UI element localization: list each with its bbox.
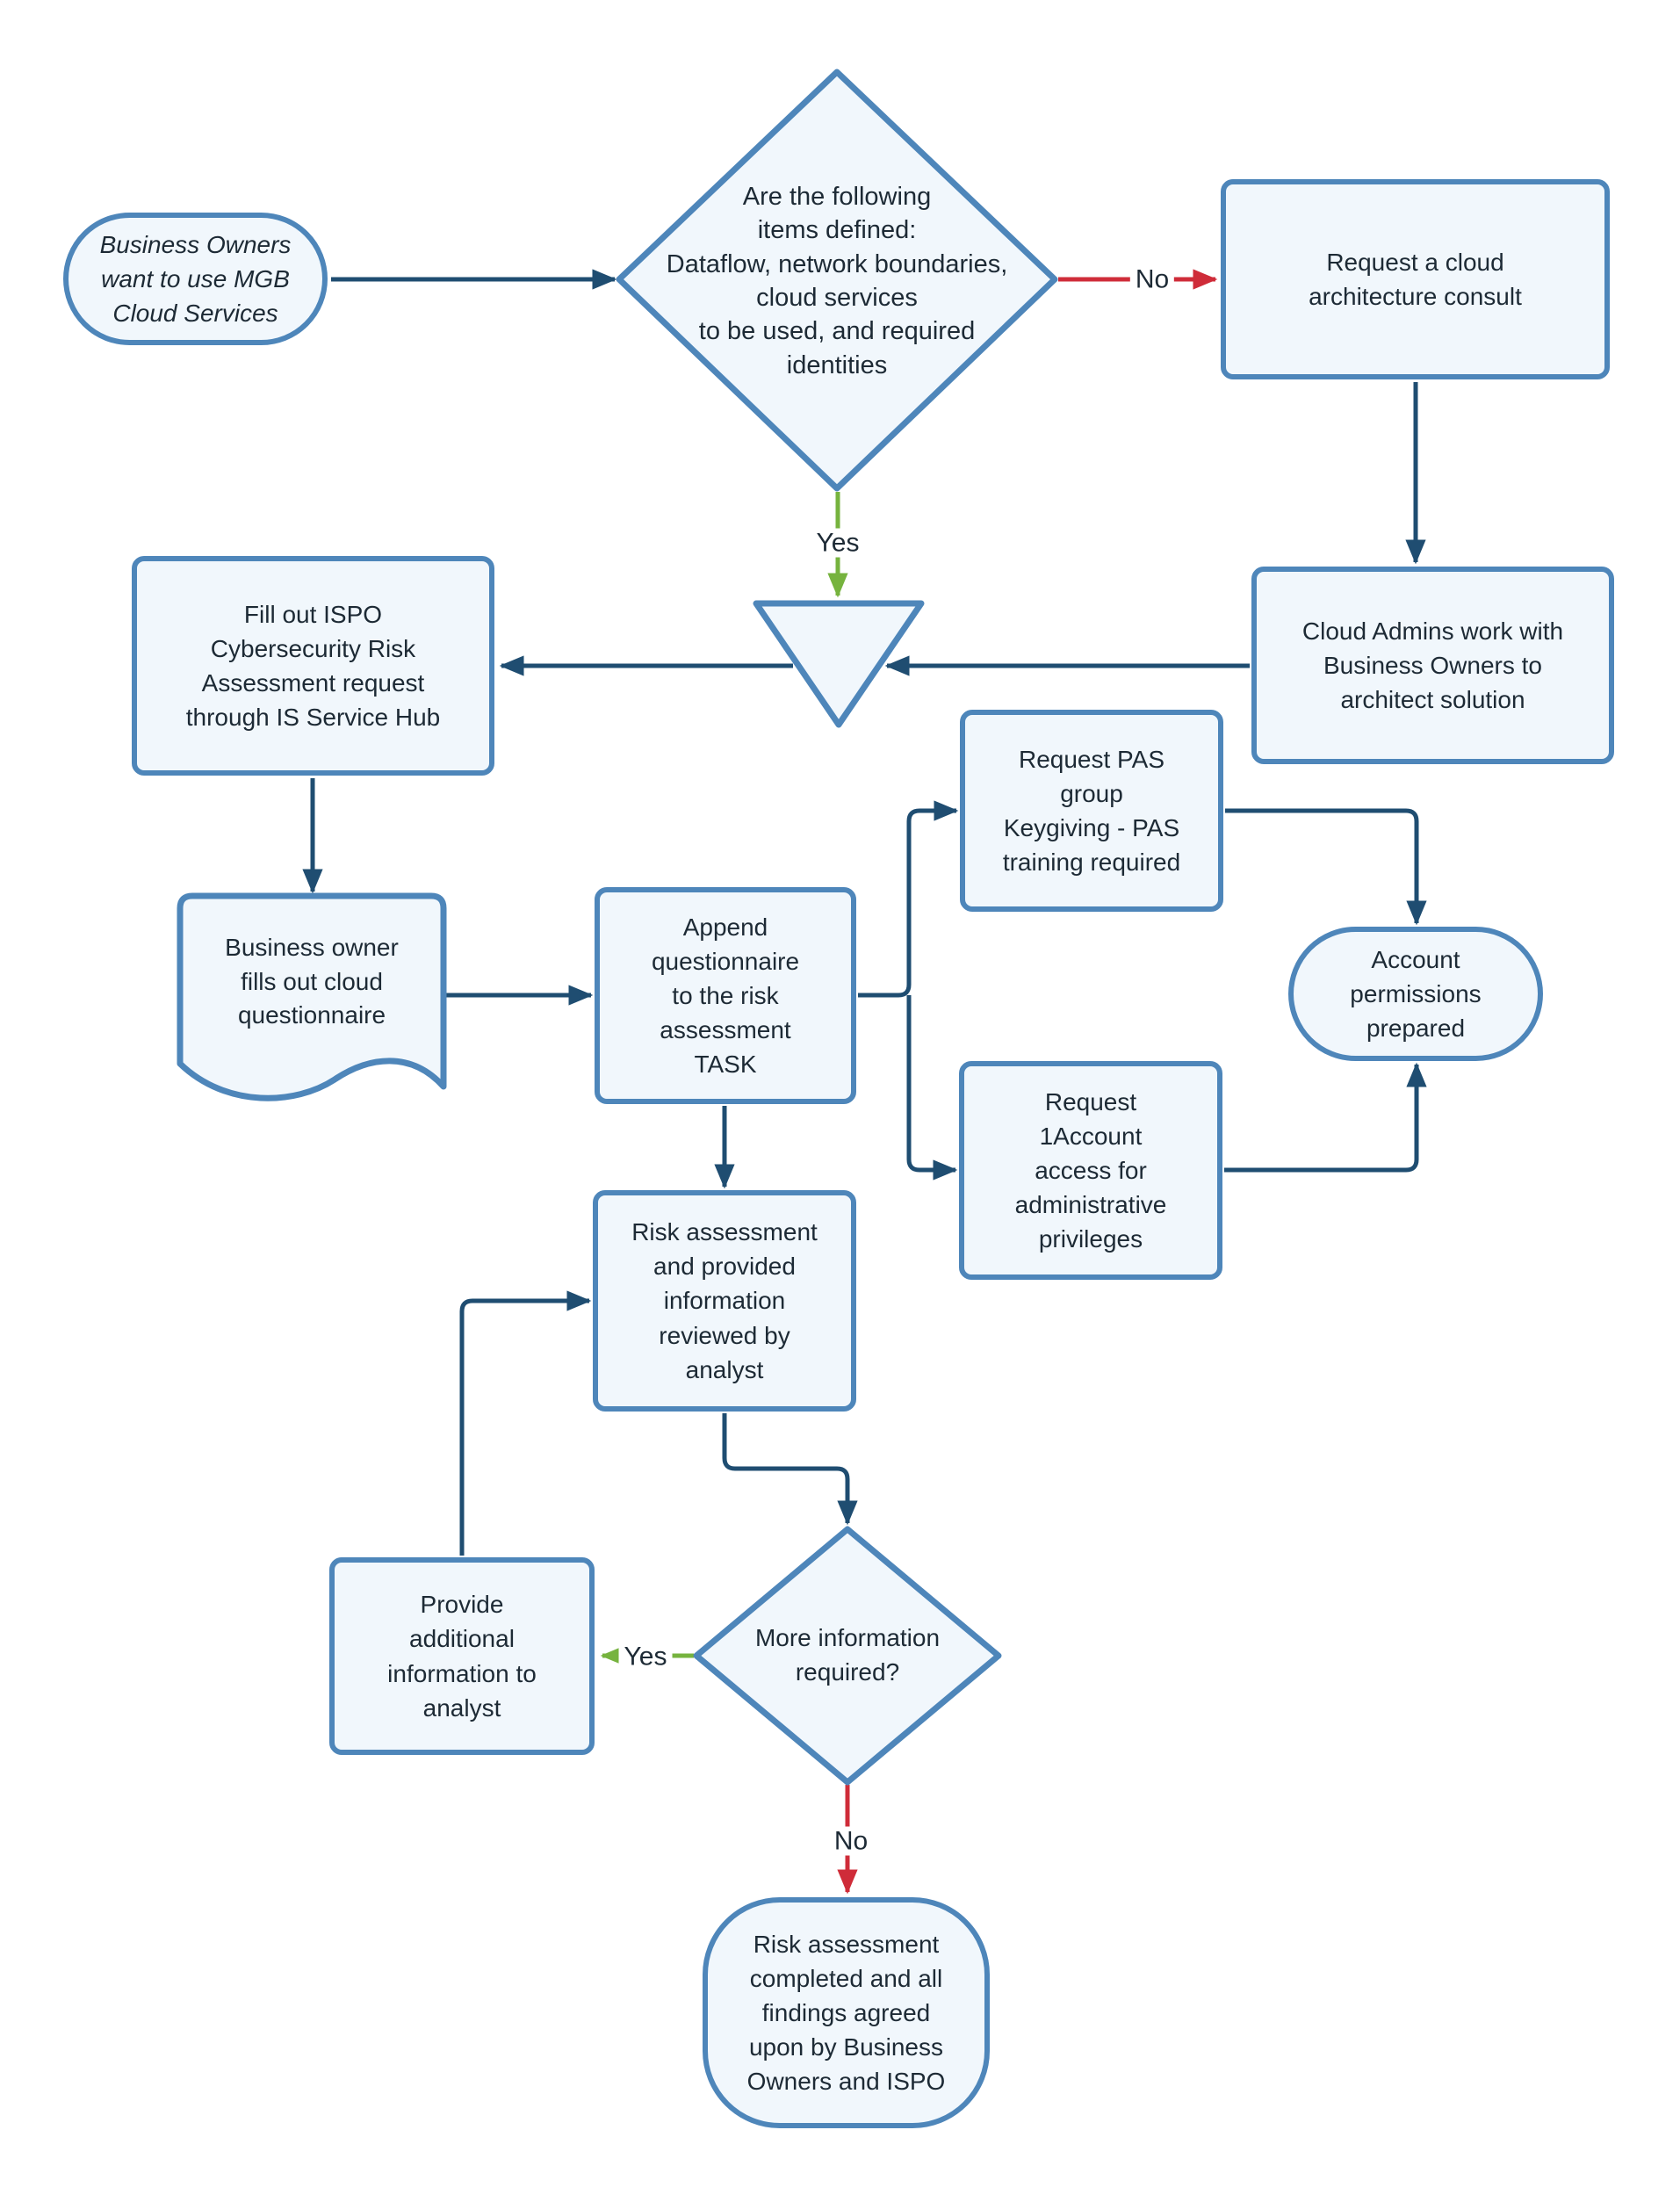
node-cloud-admins-architect: Cloud Admins work with Business Owners t… xyxy=(1251,567,1614,764)
node-start-terminator: Business Owners want to use MGB Cloud Se… xyxy=(63,213,328,345)
node-request-pas-group: Request PAS group Keygiving - PAS traini… xyxy=(960,710,1223,912)
questionnaire-document-shape xyxy=(177,892,447,1101)
edge-review-to-decision xyxy=(722,1413,858,1526)
node-business-owner-questionnaire-label: Business owner fills out cloud questionn… xyxy=(225,934,399,1029)
node-fill-out-ispo-request: Fill out ISPO Cybersecurity Risk Assessm… xyxy=(132,556,494,776)
edge-label-no-completed: No xyxy=(828,1826,874,1856)
node-decision-more-info-label: More information required? xyxy=(754,1624,941,1686)
node-append-questionnaire: Append questionnaire to the risk assessm… xyxy=(595,887,856,1104)
node-risk-assessment-review: Risk assessment and provided information… xyxy=(593,1190,856,1412)
decision-more-info-shape xyxy=(693,1526,1002,1786)
edge-pas-to-account-prepared xyxy=(1225,808,1427,926)
merge-triangle-shape xyxy=(753,600,925,728)
node-decision-items-defined-label: Are the following items defined: Dataflo… xyxy=(666,183,1008,379)
node-risk-assessment-completed: Risk assessment completed and all findin… xyxy=(703,1897,990,2128)
node-provide-additional-info: Provide additional information to analys… xyxy=(329,1557,595,1755)
node-request-1account-access: Request 1Account access for administrati… xyxy=(959,1061,1222,1280)
edge-provide-to-review xyxy=(459,1290,592,1556)
node-request-cloud-consult: Request a cloud architecture consult xyxy=(1221,179,1610,379)
edge-1account-to-account-prepared xyxy=(1224,1062,1427,1173)
decision-items-defined-shape xyxy=(616,69,1058,492)
edge-label-yes-provide: Yes xyxy=(618,1642,673,1672)
edge-append-to-1account xyxy=(906,995,958,1181)
edge-label-no-consult: No xyxy=(1129,264,1175,294)
node-account-permissions-prepared: Account permissions prepared xyxy=(1288,927,1543,1061)
edge-label-yes-merge: Yes xyxy=(811,528,865,558)
edge-append-to-pas xyxy=(858,800,959,998)
